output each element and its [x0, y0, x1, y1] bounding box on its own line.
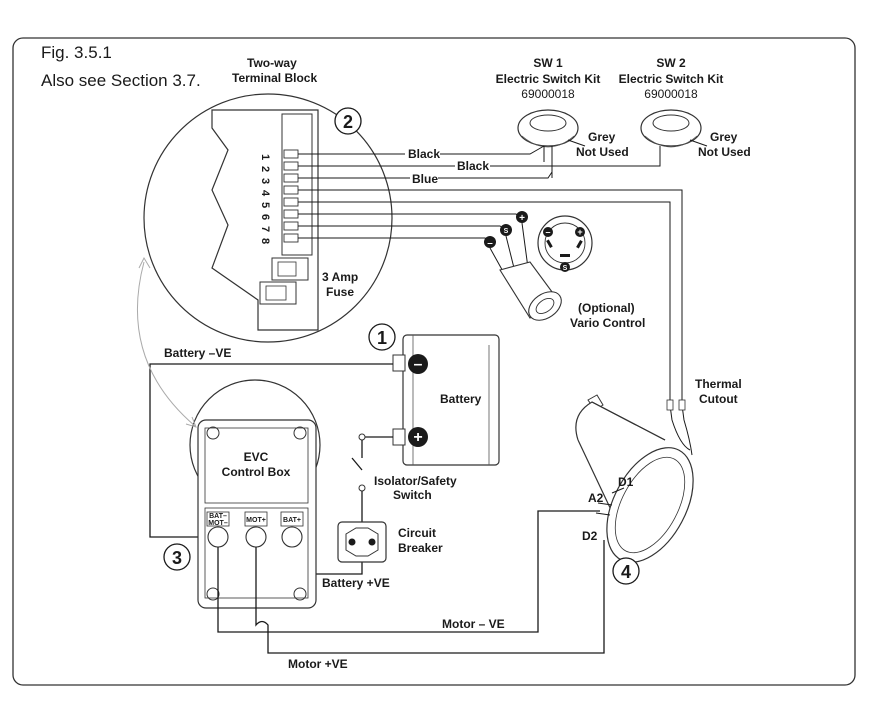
- wire-label-battery-neg: Battery –VE: [164, 346, 231, 360]
- breaker-label-line2: Breaker: [398, 541, 443, 555]
- motor-terminal-a2: A2: [588, 491, 604, 505]
- wire-label-blue: Blue: [412, 172, 438, 186]
- wire-label-black-2: Black: [457, 159, 489, 173]
- callout-4: [612, 557, 640, 585]
- wire-motor-neg: [217, 510, 600, 633]
- battery-label: Battery: [440, 392, 482, 406]
- sw1-grey: Grey: [588, 130, 616, 144]
- isolator-label-line2: Switch: [393, 488, 432, 502]
- callout-3-number: 3: [172, 548, 182, 568]
- wire-label-motor-neg: Motor – VE: [442, 617, 505, 631]
- terminal-block-magnified: 1 2 3 4 5 6 7 8 3 Amp Fuse: [143, 93, 393, 343]
- svg-text:–: –: [545, 227, 550, 237]
- wire-label-black-1: Black: [408, 147, 440, 161]
- evc-terminal-bat-neg: BAT–: [209, 513, 227, 520]
- motor-terminal-d2: D2: [582, 529, 598, 543]
- terminal-number-2: 2: [259, 166, 271, 172]
- thermal-cutout-line2: Cutout: [699, 392, 738, 406]
- sw1-kit: Electric Switch Kit: [496, 72, 601, 86]
- motor: [575, 394, 694, 563]
- figure-subtitle: Also see Section 3.7.: [41, 71, 201, 90]
- evc-terminal-mot-pos: MOT+: [246, 517, 266, 524]
- switch-sw2: [640, 109, 708, 162]
- motor-terminal-d1: D1: [618, 475, 634, 489]
- terminal-block-title-line1: Two-way: [247, 56, 297, 70]
- callout-1: [368, 323, 396, 351]
- svg-text:S: S: [504, 228, 509, 235]
- vario-label-line2: Vario Control: [570, 316, 645, 330]
- evc-terminal-bat-pos: BAT+: [283, 517, 301, 524]
- wire-label-battery-pos: Battery +VE: [322, 576, 390, 590]
- terminal-number-7: 7: [259, 226, 271, 232]
- terminal-number-8: 8: [259, 238, 271, 244]
- callout-3: [163, 543, 191, 571]
- figure-title: Fig. 3.5.1: [41, 43, 112, 62]
- callout-1-number: 1: [377, 328, 387, 348]
- vario-control: + S – – + S: [484, 211, 593, 321]
- evc-terminal-mot-neg: MOT–: [208, 520, 228, 527]
- svg-text:+: +: [519, 213, 525, 224]
- terminal-number-4: 4: [259, 190, 271, 197]
- sw1-part: 69000018: [521, 87, 575, 101]
- sw1-not-used: Not Used: [576, 145, 629, 159]
- callout-2-number: 2: [343, 112, 353, 132]
- fuse-label-line1: 3 Amp: [322, 270, 358, 284]
- battery-pos-symbol: +: [413, 429, 422, 446]
- evc-control-box: [189, 379, 321, 609]
- svg-text:S: S: [563, 265, 568, 272]
- sw2-name: SW 2: [656, 56, 686, 70]
- wire-battery-neg: [149, 363, 393, 538]
- battery-neg-symbol: –: [414, 356, 423, 373]
- terminal-number-5: 5: [259, 202, 271, 208]
- sw2-not-used: Not Used: [698, 145, 751, 159]
- svg-text:–: –: [487, 238, 493, 249]
- sw2-grey: Grey: [710, 130, 738, 144]
- isolator-label-line1: Isolator/Safety: [374, 474, 457, 488]
- vario-label-line1: (Optional): [578, 301, 635, 315]
- terminal-strip: [281, 113, 313, 256]
- link-arrow: [137, 261, 196, 427]
- terminal-number-6: 6: [259, 214, 271, 220]
- fuse-holder: [259, 257, 309, 305]
- sw2-part: 69000018: [644, 87, 698, 101]
- battery: – +: [392, 334, 500, 466]
- evc-label-line2: Control Box: [222, 465, 291, 479]
- switch-sw1: [517, 109, 586, 178]
- svg-text:+: +: [577, 227, 582, 237]
- sw2-kit: Electric Switch Kit: [619, 72, 724, 86]
- terminal-block-title-line2: Terminal Block: [232, 71, 317, 85]
- evc-label-line1: EVC: [244, 450, 269, 464]
- thermal-cutout-line1: Thermal: [695, 377, 742, 391]
- wire-label-motor-pos: Motor +VE: [288, 657, 348, 671]
- sw1-name: SW 1: [533, 56, 563, 70]
- wire-motor-pos: [255, 540, 605, 654]
- fuse-label-line2: Fuse: [326, 285, 354, 299]
- callout-2: [334, 107, 362, 135]
- terminal-number-1: 1: [259, 154, 271, 160]
- callout-4-number: 4: [621, 562, 631, 582]
- circuit-breaker: [337, 521, 387, 563]
- terminal-number-3: 3: [259, 178, 271, 184]
- figure-frame: [12, 37, 856, 686]
- breaker-label-line1: Circuit: [398, 526, 436, 540]
